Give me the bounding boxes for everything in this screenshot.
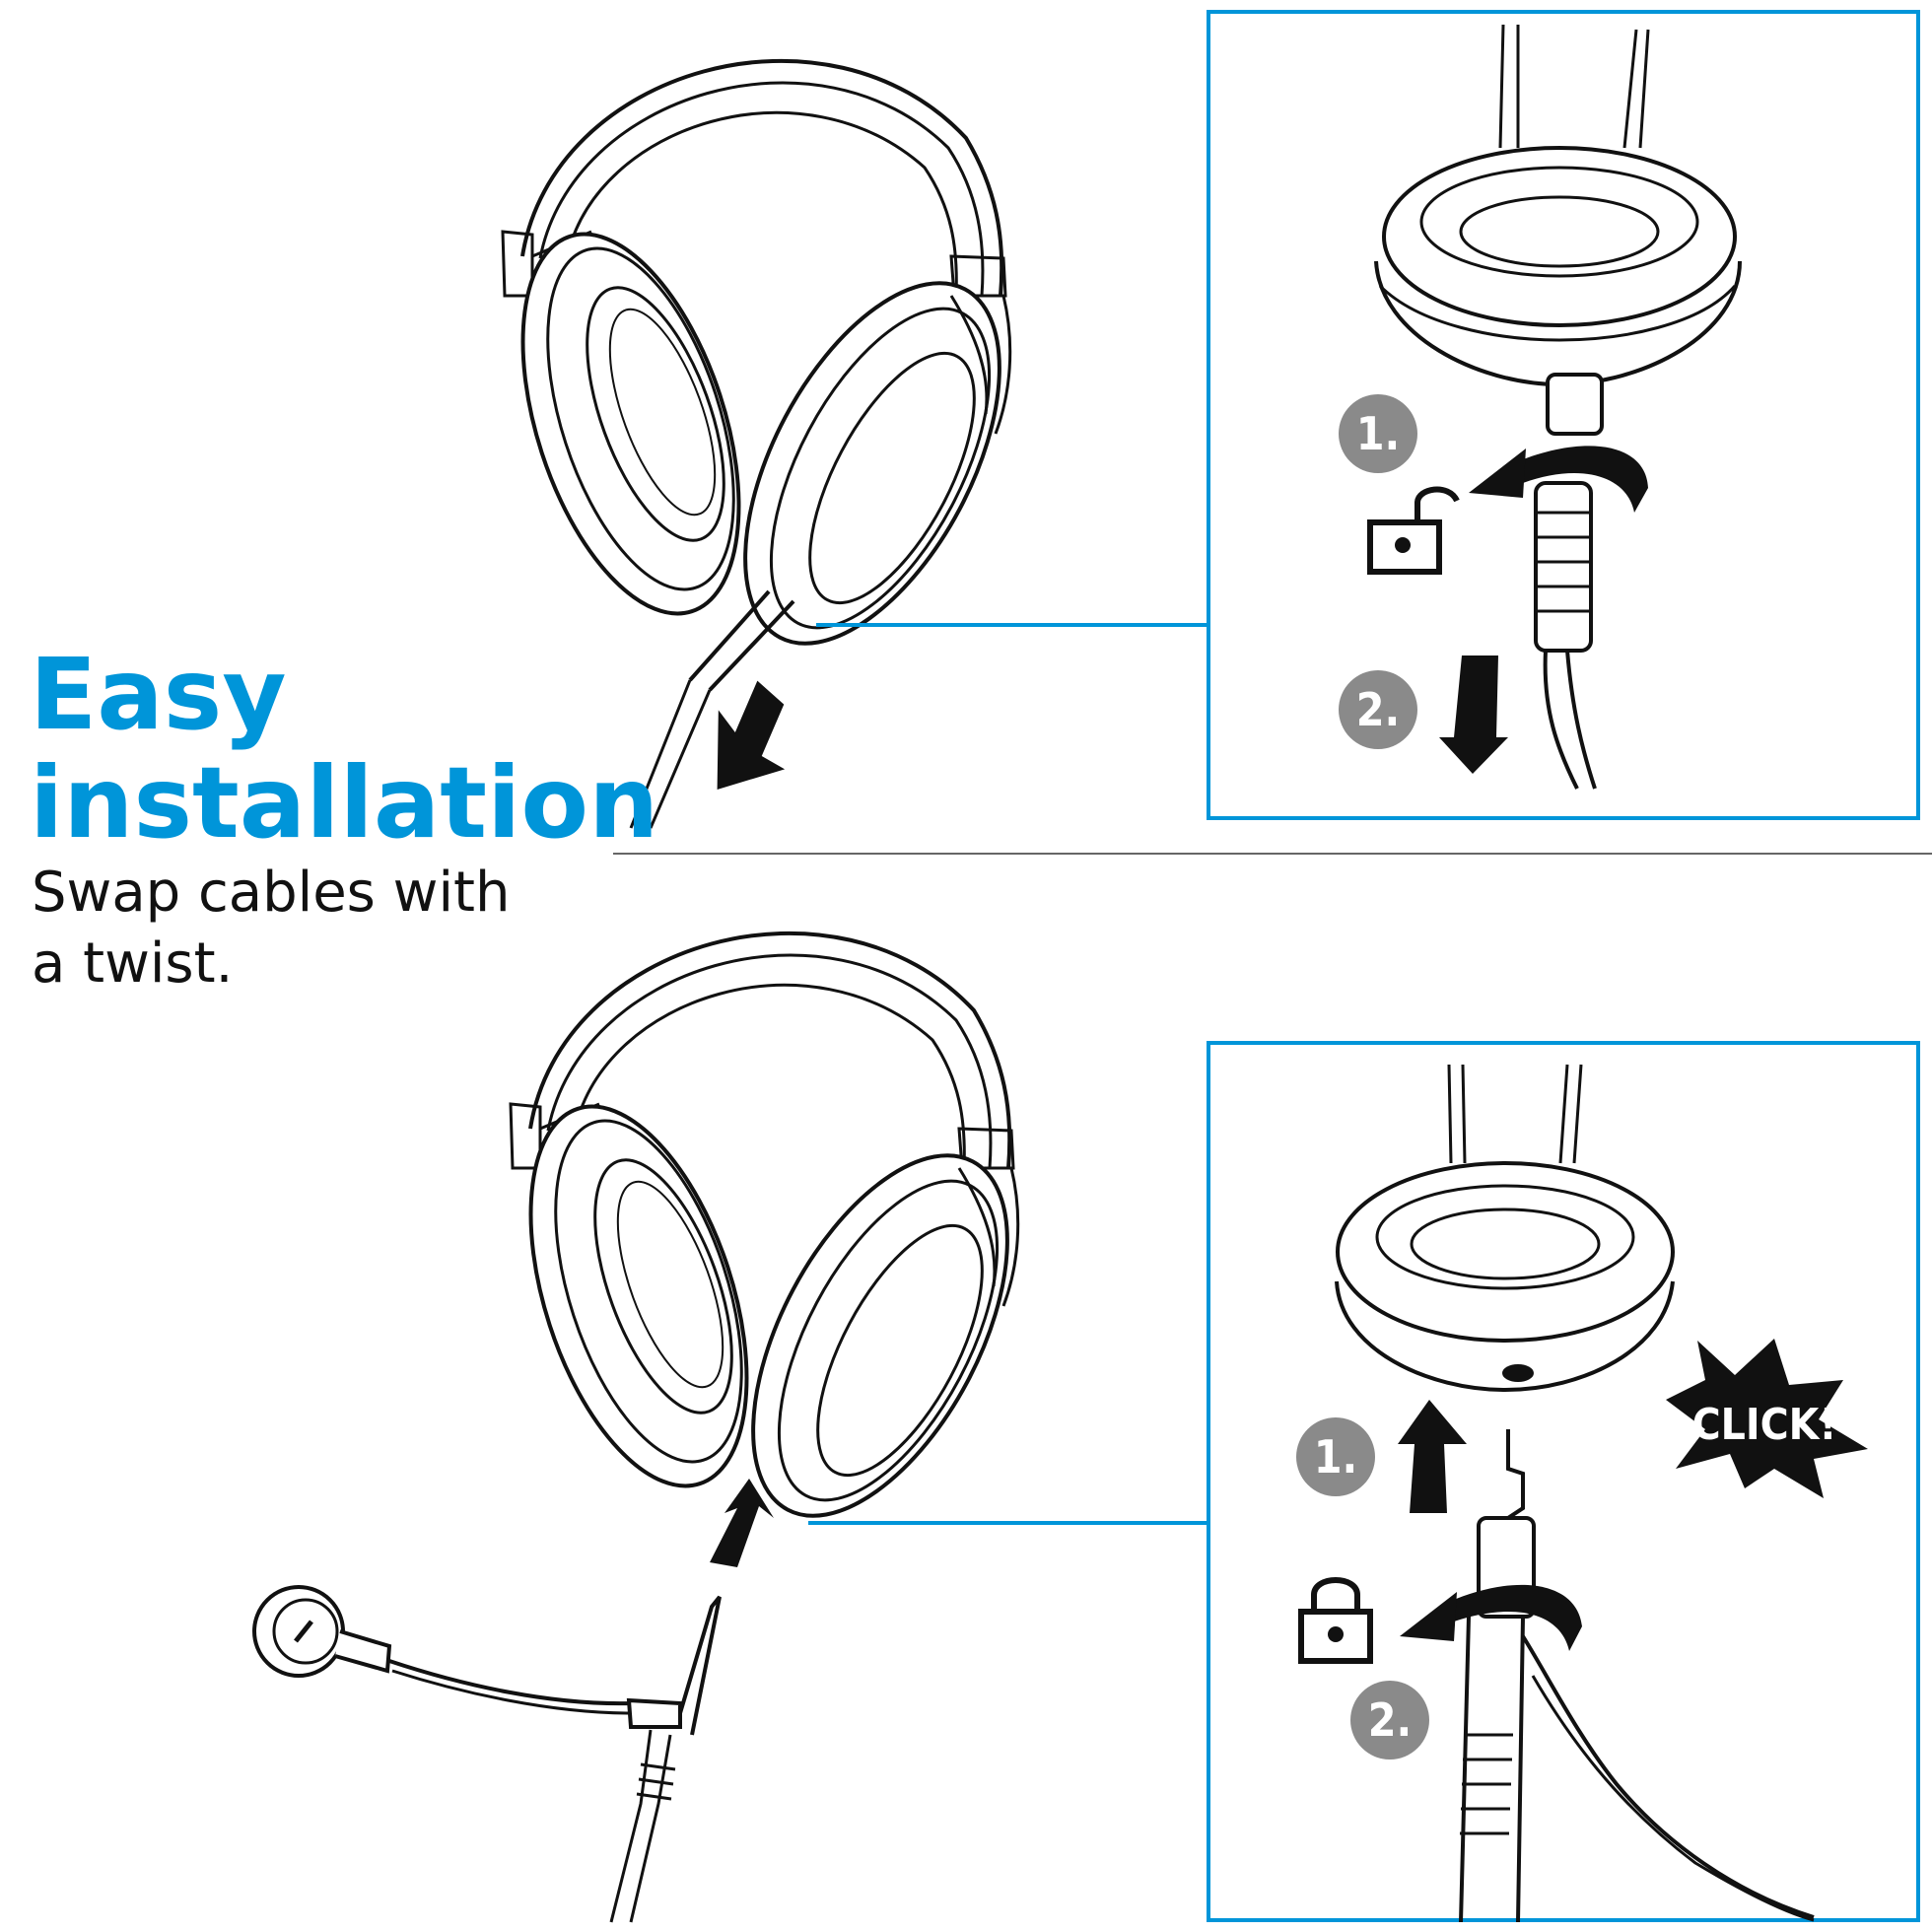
up-arrow-icon — [1398, 1400, 1467, 1513]
step-1-label-top: 1. — [1356, 407, 1401, 460]
lock-icon — [1298, 1577, 1373, 1664]
step-2-label-bottom: 2. — [1368, 1693, 1413, 1747]
down-arrow-icon — [1439, 656, 1508, 774]
headphones-bottom — [486, 931, 1063, 1558]
rotate-arrow-icon — [1508, 446, 1648, 513]
step-1-badge-top: 1. — [1339, 394, 1417, 473]
click-burst-icon: CLICK! — [1666, 1339, 1868, 1498]
step-2-label-top: 2. — [1356, 683, 1401, 736]
headphones-top — [478, 58, 1055, 686]
step-2-badge-bottom: 2. — [1350, 1681, 1429, 1760]
rotate-arrow-icon — [1449, 1584, 1582, 1651]
subtitle-line-1: Swap cables with — [32, 861, 511, 925]
up-arrow-icon — [710, 1479, 774, 1567]
step-1-badge-bottom: 1. — [1296, 1417, 1375, 1496]
headline-line-1: Easy — [30, 637, 287, 752]
down-arrow-icon — [717, 680, 786, 790]
click-label: CLICK! — [1692, 1400, 1837, 1450]
headline-line-2: installation — [30, 745, 659, 861]
earcup-detail-top — [1374, 24, 1742, 790]
subtitle-line-2: a twist. — [32, 932, 234, 996]
microphone-boom-illustration — [252, 1585, 722, 1923]
subtitle: Swap cables with a twist. — [32, 858, 510, 1000]
unlock-icon — [1367, 486, 1460, 575]
step-2-badge-top: 2. — [1339, 670, 1417, 749]
step-1-label-bottom: 1. — [1314, 1430, 1358, 1484]
